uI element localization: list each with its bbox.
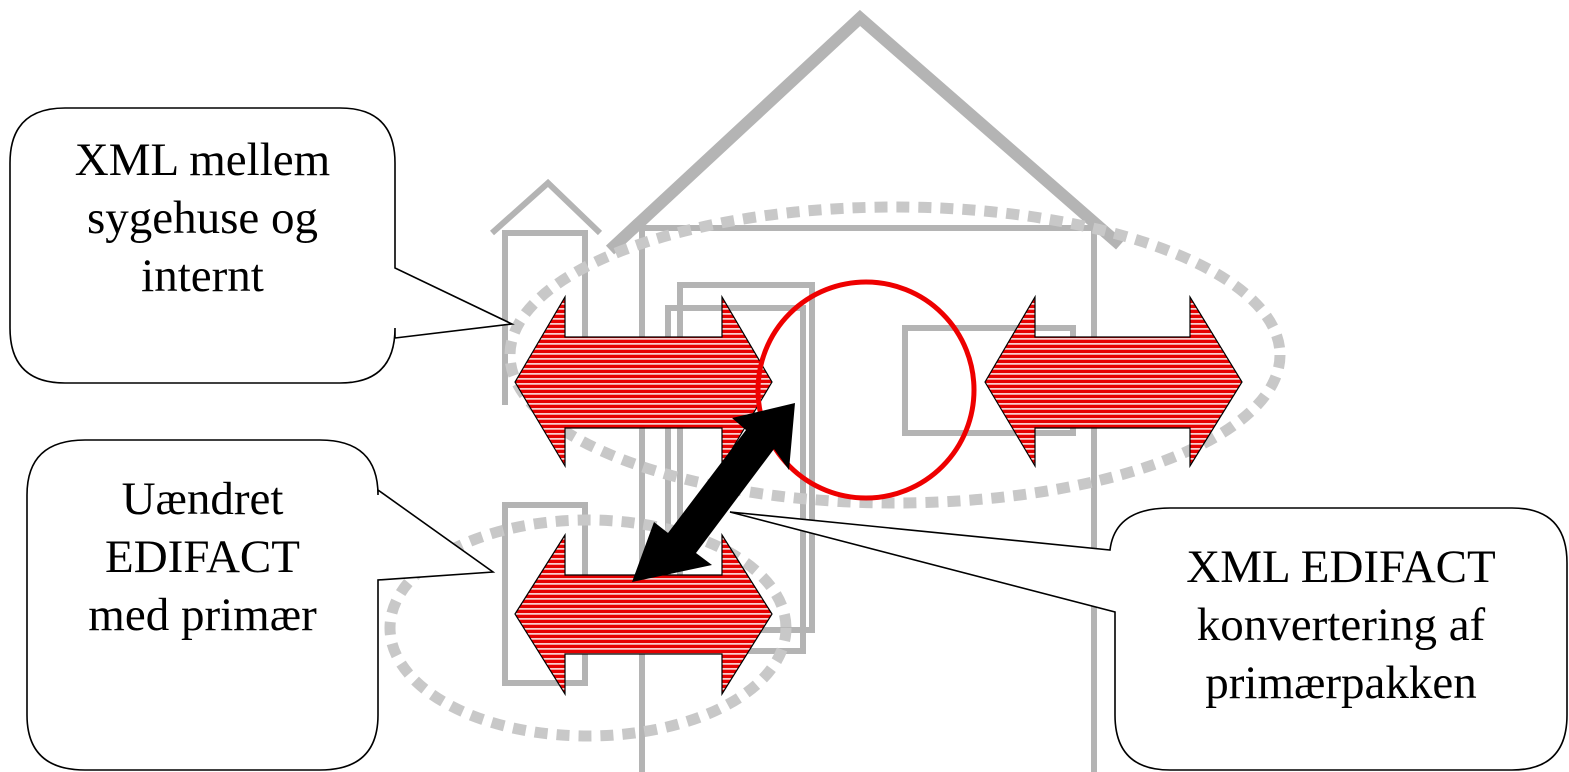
tower-roof [490, 178, 603, 236]
black-double-arrow [632, 403, 795, 582]
dotted-ellipse-bottom [384, 514, 792, 742]
callout-edifact-primaer-line-3: med primær [88, 589, 317, 641]
callout-xml-sygehuse-text: XML mellem sygehuse og internt [10, 131, 395, 305]
callout-edifact-primaer-line-2: EDIFACT [105, 531, 300, 583]
callout-xml-edifact-bubble [729, 507, 1568, 771]
tower-upper [502, 230, 588, 405]
callout-edifact-primaer-line-1: Uændret [121, 473, 284, 525]
callout-xml-edifact-line-3: primærpakken [1205, 657, 1477, 709]
callout-xml-edifact-text: XML EDIFACT konvertering af primærpakken [1115, 538, 1567, 712]
callout-xml-sygehuse-line-1: XML mellem [74, 134, 331, 186]
callout-edifact-primaer-text: Uændret EDIFACT med primær [27, 470, 378, 644]
house-wall [639, 225, 1097, 772]
roof-outline [605, 9, 1124, 255]
red-double-arrow-left [514, 294, 773, 469]
red-circle [755, 279, 977, 501]
callout-edifact-primaer-bubble [26, 439, 496, 771]
dotted-ellipse-top [504, 201, 1286, 509]
callout-xml-sygehuse-line-3: internt [141, 250, 264, 302]
red-double-arrow-right [984, 294, 1243, 469]
red-double-arrow-bottom [514, 532, 773, 697]
callout-xml-edifact-line-2: konvertering af [1196, 599, 1486, 651]
callout-xml-edifact-line-1: XML EDIFACT [1186, 541, 1496, 593]
callout-xml-sygehuse-line-2: sygehuse og [86, 192, 319, 244]
callout-xml-sygehuse-bubble [9, 107, 515, 384]
